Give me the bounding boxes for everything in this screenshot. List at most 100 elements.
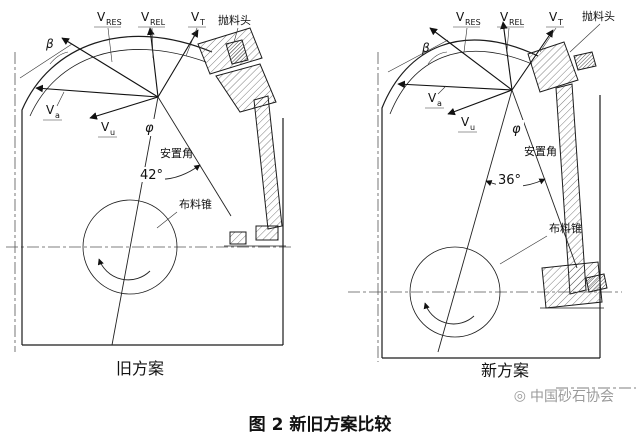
new-beta-angle-arc	[427, 51, 448, 65]
new-beta-reference-line	[387, 39, 449, 73]
new-vu-vector	[447, 89, 513, 116]
old-vrel-label: V	[141, 10, 150, 24]
new-throw-head-assembly	[527, 41, 608, 309]
new-vt-label: V	[549, 10, 558, 24]
old-vu-vector	[89, 96, 159, 120]
new-cone-leader	[499, 235, 548, 265]
new-vt-vector	[511, 29, 554, 91]
new-phi-label: φ	[512, 122, 521, 137]
new-vres-sub: RES	[465, 18, 481, 27]
old-vres-sub: RES	[106, 18, 122, 27]
old-beta-label: β	[45, 37, 54, 51]
new-vres-leader	[463, 27, 468, 53]
old-foot-right	[255, 225, 279, 241]
old-throw-head-label: 抛料头	[218, 13, 251, 27]
old-labels: V RES V REL V T 抛料头 β V a V u φ 安置角	[43, 10, 251, 378]
old-head-bolt	[225, 39, 249, 65]
new-throw-head-label: 抛料头	[582, 9, 615, 23]
old-vu-label: V	[101, 120, 110, 134]
old-va-leader	[56, 91, 65, 107]
watermark-text: 中国砂石协会	[530, 389, 614, 405]
old-phi-label: φ	[145, 121, 154, 136]
new-vrel-leader	[506, 27, 510, 51]
new-cone-label: 布料锥	[549, 221, 582, 235]
old-cone-label: 布料锥	[179, 197, 212, 211]
figure-caption: 图 2 新旧方案比较	[248, 415, 392, 435]
new-vrel-label: V	[500, 10, 509, 24]
new-va-sub: a	[437, 99, 442, 108]
new-housing-outline	[381, 39, 601, 359]
new-head-bolt	[573, 51, 597, 71]
new-axis-line	[437, 89, 513, 353]
new-va-label: V	[428, 91, 437, 105]
new-angle-value: 36°	[498, 173, 521, 188]
old-beta-reference-line	[19, 43, 73, 79]
old-velocity-vectors	[19, 27, 199, 120]
old-beta-angle-arc	[49, 51, 69, 65]
old-centerlines	[6, 52, 292, 352]
new-phi-mask	[510, 120, 524, 137]
old-va-vector	[35, 84, 159, 98]
old-rotation-arrow	[97, 258, 151, 281]
old-distribution-cone	[82, 199, 178, 295]
watermark: ◎ 中国砂石协会	[514, 386, 614, 406]
new-scheme-panel: V RES V REL V T 抛料头 β V a V u φ 安置角	[348, 9, 636, 389]
old-vrel-vector	[146, 27, 159, 98]
old-throw-head-assembly	[197, 27, 286, 247]
old-throw-head-leader	[233, 27, 239, 43]
old-cone-leader	[156, 211, 178, 229]
new-centerlines	[348, 52, 636, 389]
old-vt-label: V	[191, 10, 200, 24]
old-vt-leader	[185, 27, 198, 57]
old-mount-angle-line	[157, 96, 232, 217]
new-vres-vector	[429, 27, 513, 91]
old-scheme-panel: V RES V REL V T 抛料头 β V a V u φ 安置角	[6, 10, 292, 378]
new-side-channel	[555, 83, 587, 295]
new-labels: V RES V REL V T 抛料头 β V a V u φ 安置角	[421, 9, 615, 380]
old-mount-angle-construction	[111, 96, 232, 346]
old-phi-mask	[143, 119, 157, 136]
new-vu-label: V	[461, 115, 470, 129]
new-beta-label: β	[421, 41, 430, 55]
new-vt-sub: T	[557, 18, 563, 27]
old-vrel-leader	[151, 27, 154, 59]
old-housing-outline	[21, 35, 284, 346]
new-vres-label: V	[456, 10, 465, 24]
old-vrel-sub: REL	[150, 18, 166, 27]
old-angle-value: 42°	[140, 168, 163, 183]
old-vu-sub: u	[110, 128, 115, 137]
old-vres-vector	[61, 37, 159, 98]
new-head-block	[527, 41, 579, 93]
old-cone-circle	[82, 199, 178, 295]
old-side-wall	[253, 95, 283, 230]
old-scheme-title: 旧方案	[116, 359, 164, 378]
new-throw-head-leader	[569, 23, 601, 53]
old-vt-vector	[157, 29, 199, 98]
old-vt-sub: T	[199, 18, 205, 27]
old-housing-left-arc	[21, 35, 213, 345]
old-foot-left	[229, 231, 247, 245]
old-mount-angle-label: 安置角	[160, 146, 193, 160]
new-vu-sub: u	[470, 123, 475, 132]
new-vrel-vector	[500, 21, 513, 91]
old-va-label: V	[46, 103, 55, 117]
new-housing-left-arc	[381, 39, 539, 358]
new-angle-mask	[496, 172, 523, 187]
old-va-sub: a	[55, 111, 60, 120]
new-bottom-bracket	[541, 261, 603, 309]
old-angle-mask	[138, 167, 165, 182]
new-va-vector	[397, 80, 513, 91]
new-rotation-arrow	[423, 302, 475, 325]
new-va-leader	[437, 85, 447, 95]
association-logo-icon: ◎	[513, 388, 526, 404]
new-vrel-sub: REL	[509, 18, 525, 27]
diagram-canvas: V RES V REL V T 抛料头 β V a V u φ 安置角	[6, 9, 636, 389]
new-mount-angle-label: 安置角	[524, 144, 557, 158]
new-mount-angle-construction	[437, 89, 578, 353]
old-vres-leader	[107, 27, 113, 63]
old-housing-inner-arc	[29, 49, 207, 117]
new-velocity-vectors	[387, 21, 554, 116]
old-vres-label: V	[97, 10, 106, 24]
new-scheme-title: 新方案	[481, 361, 529, 380]
